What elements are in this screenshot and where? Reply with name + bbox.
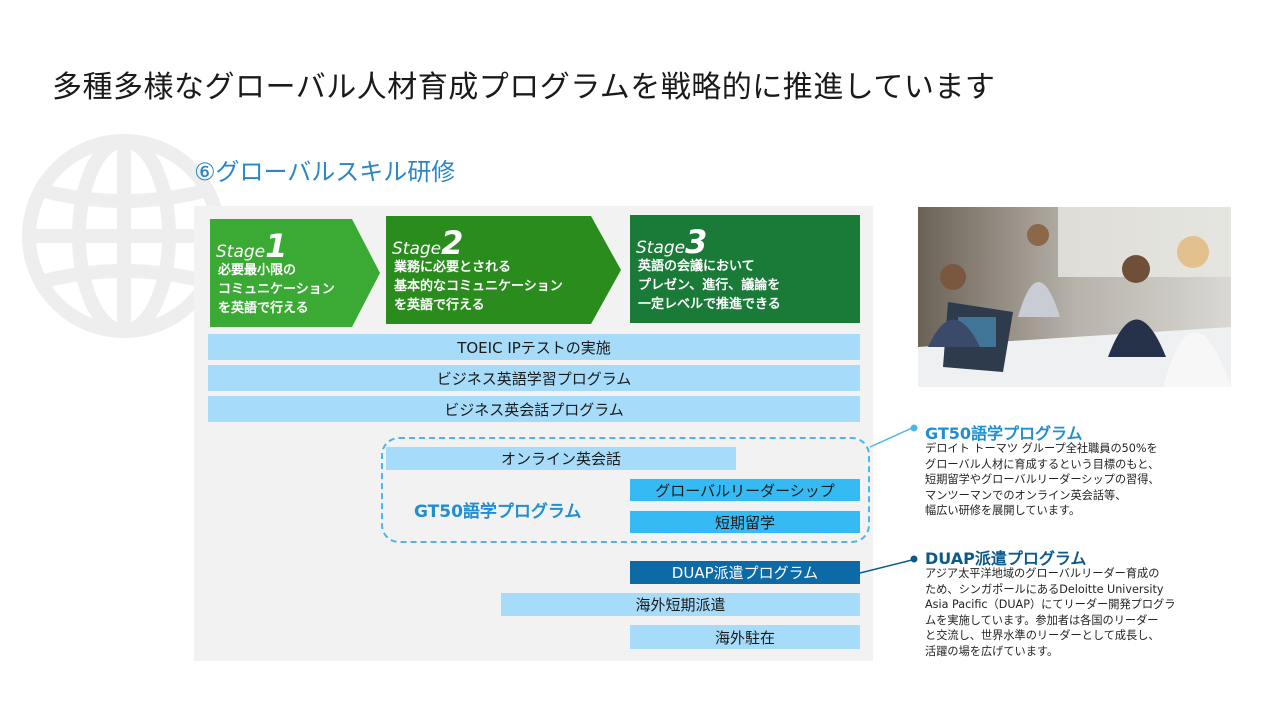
stage-2-number: 2 [441, 224, 464, 262]
business-conversation-bar: ビジネス英会話プログラム [208, 396, 860, 422]
duap-info-line: Asia Pacific（DUAP）にてリーダー開発プログラ [925, 598, 1176, 611]
overseas-assignment-bar: 海外駐在 [630, 625, 860, 649]
globe-icon [22, 134, 226, 338]
gt50-program-group [381, 437, 870, 543]
stage-3-line: プレゼン、進行、議論を [638, 278, 781, 293]
duap-info-line: アジア太平洋地域のグローバルリーダー育成の [925, 567, 1160, 580]
gt50-info-title: GT50語学プログラム [925, 424, 1083, 443]
online-conversation-bar: オンライン英会話 [386, 447, 736, 470]
gt50-info-line: 短期留学やグローバルリーダーシップの習得、 [925, 473, 1160, 486]
duap-program-bar: DUAP派遣プログラム [630, 561, 860, 584]
stage-1-number: 1 [265, 227, 288, 265]
stage-2-line: を英語で行える [394, 298, 485, 313]
stage-3-number: 3 [685, 223, 708, 261]
stage-1-line: 必要最小限の [218, 263, 297, 278]
toeic-program-bar: TOEIC IPテストの実施 [208, 334, 860, 360]
duap-info-line: ため、シンガポールにあるDeloitte University [925, 582, 1164, 596]
duap-info-body: アジア太平洋地域のグローバルリーダー育成の ため、シンガポールにあるDeloit… [925, 566, 1175, 659]
gt50-info-body: デロイト トーマツ グループ全社職員の50%を グローバル人材に育成するという目… [925, 441, 1160, 519]
duap-info-line: と交流し、世界水準のリーダーとして成長し、 [925, 629, 1160, 642]
stage-2-arrow-shape [386, 216, 621, 324]
gt50-info-line: デロイト トーマツ グループ全社職員の50%を [925, 442, 1158, 455]
stage-2-line: 業務に必要とされる [394, 260, 512, 275]
stage-3-line: 一定レベルで推進できる [638, 297, 781, 312]
stage-2: Stage2 業務に必要とされる 基本的なコミュニケーション を英語で行える [386, 216, 621, 324]
stage-1-arrow-shape [210, 219, 380, 327]
stage-3-line: 英語の会議において [638, 259, 755, 274]
stage-2-line: 基本的なコミュニケーション [394, 279, 563, 294]
stage-1-line: を英語で行える [218, 301, 309, 316]
business-meeting-photo [918, 207, 1231, 387]
stage-3: Stage3 英語の会議において プレゼン、進行、議論を 一定レベルで推進できる [630, 215, 860, 323]
gt50-info-line: マンツーマンでのオンライン英会話等、 [925, 488, 1127, 502]
stage-1-word: Stage [216, 242, 266, 262]
section-title: ⑥グローバルスキル研修 [194, 158, 456, 186]
global-leadership-bar: グローバルリーダーシップ [630, 479, 860, 501]
gt50-program-label: GT50語学プログラム [414, 502, 582, 522]
short-study-abroad-bar: 短期留学 [630, 511, 860, 533]
gt50-info-line: 幅広い研修を展開しています。 [925, 504, 1081, 517]
business-english-study-bar: ビジネス英語学習プログラム [208, 365, 860, 391]
page-title: 多種多様なグローバル人材育成プログラムを戦略的に推進しています [52, 70, 996, 105]
overseas-short-dispatch-bar: 海外短期派遣 [501, 593, 860, 616]
stage-1-line: コミュニケーション [218, 282, 335, 297]
stage-2-word: Stage [392, 239, 442, 259]
duap-info-title: DUAP派遣プログラム [925, 549, 1087, 568]
duap-info-line: 活躍の場を広げています。 [925, 644, 1059, 658]
duap-info-line: ムを実施しています。参加者は各国のリーダー [925, 613, 1159, 627]
gt50-info-line: グローバル人材に育成するという目標のもと、 [925, 457, 1160, 471]
stage-1: Stage1 必要最小限の コミュニケーション を英語で行える [210, 219, 380, 327]
stage-3-word: Stage [636, 238, 686, 258]
